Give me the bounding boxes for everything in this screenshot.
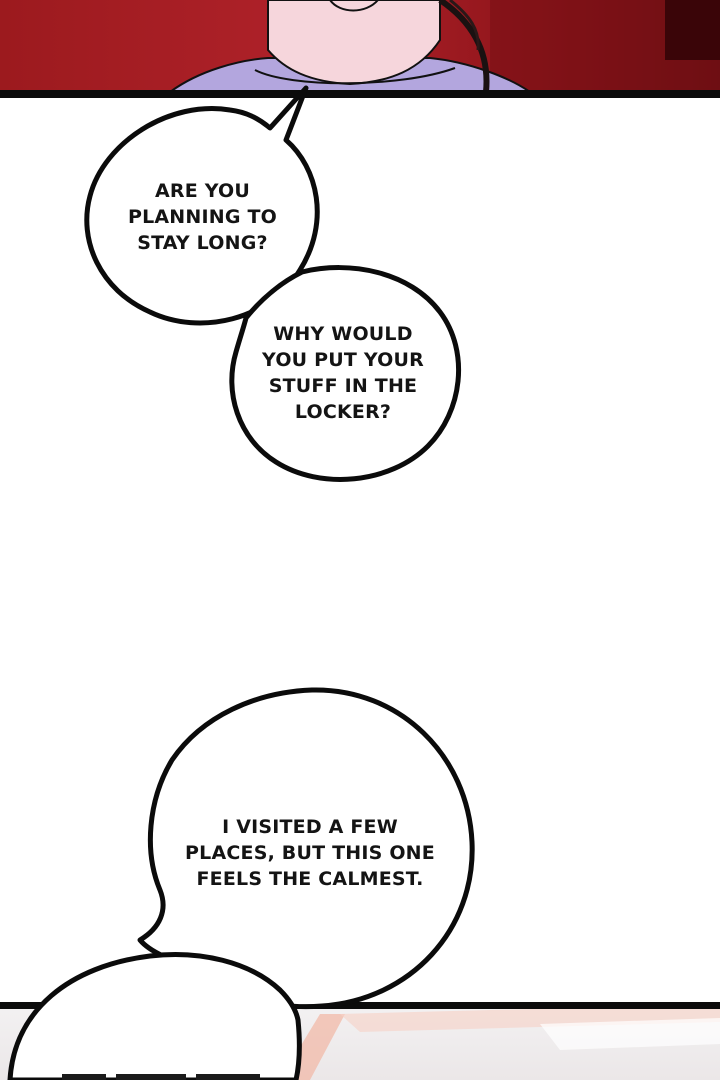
speech-bubble-3-text: I VISITED A FEW PLACES, BUT THIS ONE FEE… xyxy=(185,816,435,890)
cut-off-text-fragment xyxy=(116,1074,186,1080)
cut-off-text-fragment xyxy=(62,1074,106,1080)
speech-bubble-1-text: ARE YOU PLANNING TO STAY LONG? xyxy=(127,180,278,254)
top-panel xyxy=(0,0,720,92)
cut-off-text-fragment xyxy=(196,1074,260,1080)
speech-bubble-2-text: WHY WOULD YOU PUT YOUR STUFF IN THE LOCK… xyxy=(262,323,424,423)
speech-bubble-4 xyxy=(7,951,302,1080)
character-illustration xyxy=(168,0,720,92)
speech-bubble-1 xyxy=(84,85,320,326)
bottom-panel-art xyxy=(280,1004,720,1080)
bottom-panel-border xyxy=(0,1002,720,1009)
top-panel-border xyxy=(0,90,720,98)
speech-bubble-2 xyxy=(229,265,461,482)
